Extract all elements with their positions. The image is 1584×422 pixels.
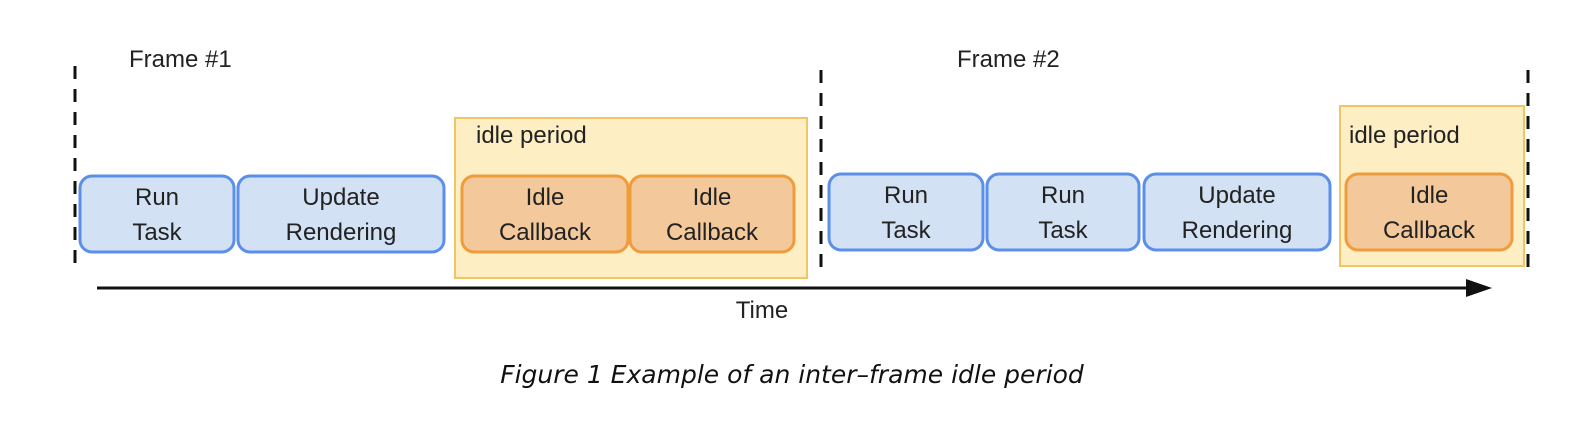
idle-callback-block-3-line-2: Callback (1383, 217, 1476, 244)
task-block-1-line-1: Run (135, 184, 179, 211)
idle-callback-block-3-line-1: Idle (1410, 182, 1449, 209)
idle-period-1-label: idle period (476, 122, 587, 149)
frame-1-label: Frame #1 (129, 46, 232, 73)
figure-caption: Figure 1 Example of an inter–frame idle … (500, 360, 1084, 389)
frame-2-label: Frame #2 (957, 46, 1060, 73)
idle-callback-block-1-line-1: Idle (526, 184, 565, 211)
task-block-5-line-2: Rendering (1182, 217, 1293, 244)
task-block-2: Update Rendering (236, 174, 446, 254)
idle-period-diagram: idle period idle period Frame #1 Frame #… (73, 46, 1530, 324)
task-block-3-line-2: Task (881, 217, 931, 244)
idle-callback-block-3: Idle Callback (1344, 172, 1514, 252)
task-block-2-box (236, 174, 446, 254)
task-block-3-box (827, 172, 985, 252)
task-block-4-line-2: Task (1038, 217, 1088, 244)
task-block-2-line-2: Rendering (286, 219, 397, 246)
idle-callback-block-1-line-2: Callback (499, 219, 592, 246)
time-axis-label: Time (736, 297, 788, 324)
task-block-4-line-1: Run (1041, 182, 1085, 209)
time-axis-arrowhead (1466, 279, 1492, 297)
time-axis: Time (97, 279, 1492, 324)
idle-callback-block-2-line-2: Callback (666, 219, 759, 246)
idle-callback-block-2-line-1: Idle (693, 184, 732, 211)
task-block-4: Run Task (985, 172, 1141, 252)
task-block-4-box (985, 172, 1141, 252)
idle-callback-block-2-box (628, 174, 796, 254)
task-block-5-box (1142, 172, 1332, 252)
idle-callback-block-1-box (460, 174, 630, 254)
idle-callback-block-1: Idle Callback (460, 174, 630, 254)
task-block-1-line-2: Task (132, 219, 182, 246)
task-block-1-box (78, 174, 236, 254)
task-block-3: Run Task (827, 172, 985, 252)
task-block-1: Run Task (78, 174, 236, 254)
task-block-5: Update Rendering (1142, 172, 1332, 252)
idle-callback-block-2: Idle Callback (628, 174, 796, 254)
task-block-5-line-1: Update (1198, 182, 1275, 209)
idle-period-2-label: idle period (1349, 122, 1460, 149)
idle-callback-block-3-box (1344, 172, 1514, 252)
task-block-3-line-1: Run (884, 182, 928, 209)
task-block-2-line-1: Update (302, 184, 379, 211)
